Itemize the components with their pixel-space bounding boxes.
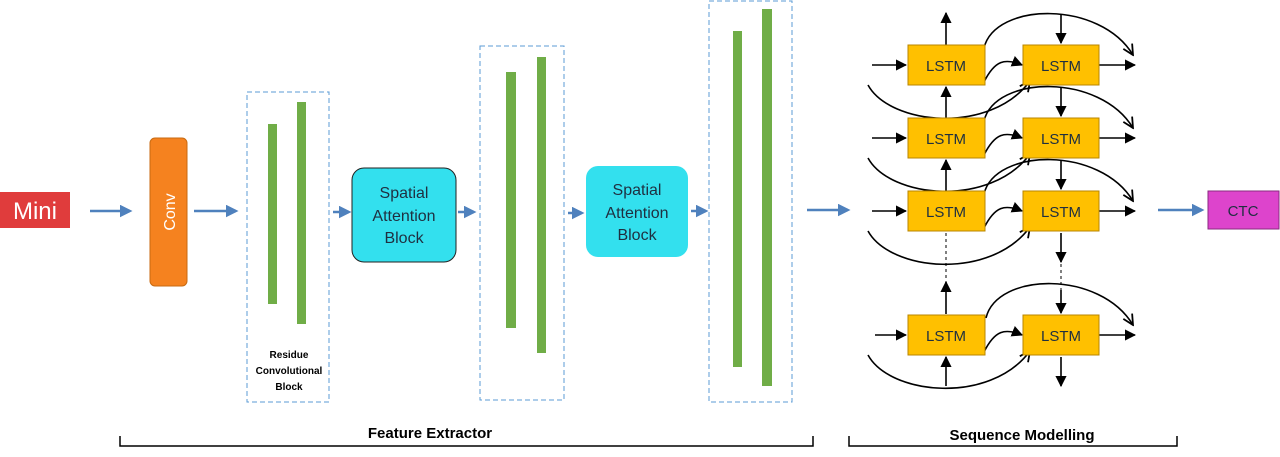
feature-bar xyxy=(268,124,277,304)
lstm-cell: LSTM xyxy=(1022,117,1100,159)
feature-bar xyxy=(537,57,546,353)
attention-1-line-3: Block xyxy=(384,230,424,247)
lstm-cell: LSTM xyxy=(1022,314,1100,356)
residue-label-line-3: Block xyxy=(275,382,303,393)
lstm-cell: LSTM xyxy=(1022,190,1100,232)
section-brackets xyxy=(119,436,1178,447)
lstm-cell: LSTM xyxy=(907,190,986,232)
residue-label-line-1: Residue xyxy=(270,350,309,361)
lstm-arc xyxy=(985,282,1133,325)
lstm-label: LSTM xyxy=(1041,58,1081,75)
sequence-modelling-bracket xyxy=(848,436,1178,447)
lstm-label: LSTM xyxy=(926,58,966,75)
lstm-curve-link xyxy=(983,325,1024,353)
feature-extractor-label: Feature Extractor xyxy=(368,425,492,442)
attention-2-line-3: Block xyxy=(617,227,657,244)
attention-1-line-1: Spatial xyxy=(380,185,429,202)
feature-bar xyxy=(762,9,772,386)
spatial-attention-block-2: Spatial Attention Block xyxy=(586,166,688,257)
feature-block-2 xyxy=(479,45,565,401)
lstm-lower-arc xyxy=(867,154,1030,193)
lstm-arc xyxy=(983,158,1133,201)
sequence-modelling-label: Sequence Modelling xyxy=(949,427,1094,444)
lstm-curve-link xyxy=(983,55,1024,83)
attention-1-line-2: Attention xyxy=(372,208,435,225)
residue-conv-block: Residue Convolutional Block xyxy=(246,91,330,403)
lstm-label: LSTM xyxy=(1041,328,1081,345)
lstm-lower-arc xyxy=(867,81,1030,120)
input-image: Mini xyxy=(0,192,70,228)
lstm-arc xyxy=(983,12,1133,55)
feature-extractor-bracket xyxy=(119,436,814,447)
spatial-attention-block-1: Spatial Attention Block xyxy=(351,167,457,263)
lstm-label: LSTM xyxy=(1041,131,1081,148)
lstm-cell: LSTM xyxy=(907,117,986,159)
attention-2-line-1: Spatial xyxy=(613,182,662,199)
feature-bar xyxy=(297,102,306,324)
lstm-label: LSTM xyxy=(926,328,966,345)
attention-2-line-2: Attention xyxy=(605,205,668,222)
feature-bar xyxy=(506,72,516,328)
lstm-label: LSTM xyxy=(1041,204,1081,221)
lstm-label: LSTM xyxy=(926,131,966,148)
lstm-lower-arc xyxy=(867,351,1030,390)
conv-block: Conv xyxy=(149,137,188,287)
lstm-curve-link xyxy=(983,128,1024,156)
lstm-curve-link xyxy=(983,201,1024,229)
lstm-grid: LSTM LSTM LSTM LSTM LSTM LSTM LSTM LSTM xyxy=(907,44,1100,356)
lstm-cell: LSTM xyxy=(907,314,986,356)
ctc-label: CTC xyxy=(1228,203,1259,220)
ctc-block: CTC xyxy=(1207,190,1280,230)
input-text: Mini xyxy=(13,198,57,225)
conv-label: Conv xyxy=(162,193,179,230)
lstm-cell: LSTM xyxy=(907,44,986,86)
lstm-cell: LSTM xyxy=(1022,44,1100,86)
lstm-arc xyxy=(983,85,1133,128)
residue-label-line-2: Convolutional xyxy=(256,366,323,377)
lstm-lower-arc xyxy=(867,227,1030,266)
feature-block-3 xyxy=(708,0,793,403)
lstm-label: LSTM xyxy=(926,204,966,221)
flow-arrows xyxy=(90,203,1205,220)
feature-bar xyxy=(733,31,742,367)
